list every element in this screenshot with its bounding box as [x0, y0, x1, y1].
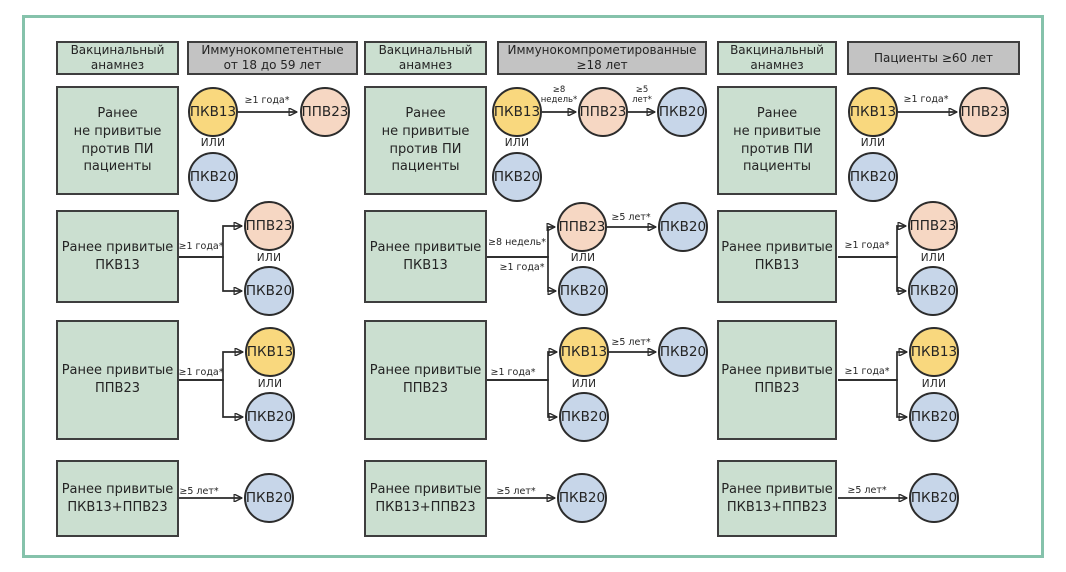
group-header: Пациенты ≥60 лет — [847, 41, 1020, 75]
node-pkv13: ПКВ13 — [909, 327, 959, 377]
node-pkv20: ПКВ20 — [658, 202, 708, 252]
or-label: ИЛИ — [504, 137, 530, 149]
node-pkv20: ПКВ20 — [492, 152, 542, 202]
interval-label: ≥1 года* — [844, 366, 890, 377]
interval-label: ≥5 лет* — [179, 486, 219, 497]
node-pkv20: ПКВ20 — [909, 473, 959, 523]
interval-label: ≥1 года* — [178, 241, 224, 252]
interval-label: ≥1 года* — [178, 367, 224, 378]
node-pkv20: ПКВ20 — [244, 266, 294, 316]
interval-label: ≥8 недель* — [540, 85, 578, 105]
interval-label: ≥1 года* — [244, 95, 290, 106]
anamnesis-header: Вакцинальный анамнез — [717, 41, 837, 75]
node-pkv20: ПКВ20 — [909, 392, 959, 442]
node-pkv13: ПКВ13 — [848, 87, 898, 137]
or-label: ИЛИ — [920, 252, 946, 264]
group-header: Иммунокомпетентные от 18 до 59 лет — [187, 41, 358, 75]
node-ppv23: ППВ23 — [578, 87, 628, 137]
history-box: Ранее привитые ПКВ13+ППВ23 — [717, 460, 837, 537]
history-box: Ранее привитые ПКВ13 — [56, 210, 179, 303]
history-box: Ранее привитые ППВ23 — [56, 320, 179, 440]
node-ppv23: ППВ23 — [244, 201, 294, 251]
interval-label: ≥5 лет* — [632, 85, 652, 105]
node-pkv20: ПКВ20 — [557, 473, 607, 523]
node-pkv13: ПКВ13 — [559, 327, 609, 377]
or-label: ИЛИ — [256, 252, 282, 264]
interval-label: ≥5 лет* — [496, 486, 536, 497]
node-pkv13: ПКВ13 — [188, 87, 238, 137]
node-pkv20: ПКВ20 — [188, 152, 238, 202]
anamnesis-header: Вакцинальный анамнез — [364, 41, 487, 75]
history-box: Ранее привитые ПКВ13 — [364, 210, 487, 303]
history-box: Ранее не привитые против ПИ пациенты — [56, 86, 179, 195]
or-label: ИЛИ — [860, 137, 886, 149]
interval-label: ≥1 года* — [499, 262, 545, 273]
node-pkv20: ПКВ20 — [908, 266, 958, 316]
node-pkv20: ПКВ20 — [658, 327, 708, 377]
interval-label: ≥5 лет* — [611, 212, 651, 223]
history-box: Ранее привитые ПКВ13+ППВ23 — [56, 460, 179, 537]
history-box: Ранее не привитые против ПИ пациенты — [364, 86, 487, 195]
diagram-frame — [22, 15, 1044, 558]
node-pkv13: ПКВ13 — [245, 327, 295, 377]
node-pkv20: ПКВ20 — [657, 87, 707, 137]
or-label: ИЛИ — [570, 252, 596, 264]
node-pkv20: ПКВ20 — [559, 392, 609, 442]
node-pkv20: ПКВ20 — [848, 152, 898, 202]
node-ppv23: ППВ23 — [908, 201, 958, 251]
interval-label: ≥1 года* — [844, 240, 890, 251]
interval-label: ≥5 лет* — [847, 485, 887, 496]
node-pkv20: ПКВ20 — [245, 392, 295, 442]
interval-label: ≥8 недель* — [488, 237, 546, 248]
node-pkv13: ПКВ13 — [492, 87, 542, 137]
history-box: Ранее привитые ПКВ13 — [717, 210, 837, 303]
node-ppv23: ППВ23 — [300, 87, 350, 137]
interval-label: ≥5 лет* — [611, 337, 651, 348]
node-pkv20: ПКВ20 — [244, 473, 294, 523]
or-label: ИЛИ — [571, 378, 597, 390]
history-box: Ранее привитые ППВ23 — [717, 320, 837, 440]
history-box: Ранее привитые ПКВ13+ППВ23 — [364, 460, 487, 537]
or-label: ИЛИ — [257, 378, 283, 390]
node-pkv20: ПКВ20 — [558, 266, 608, 316]
node-ppv23: ППВ23 — [959, 87, 1009, 137]
history-box: Ранее привитые ППВ23 — [364, 320, 487, 440]
anamnesis-header: Вакцинальный анамнез — [56, 41, 179, 75]
interval-label: ≥1 года* — [903, 94, 949, 105]
group-header: Иммунокомпрометированные ≥18 лет — [497, 41, 707, 75]
interval-label: ≥1 года* — [490, 367, 536, 378]
history-box: Ранее не привитые против ПИ пациенты — [717, 86, 837, 195]
or-label: ИЛИ — [200, 137, 226, 149]
node-ppv23: ППВ23 — [557, 202, 607, 252]
or-label: ИЛИ — [921, 378, 947, 390]
